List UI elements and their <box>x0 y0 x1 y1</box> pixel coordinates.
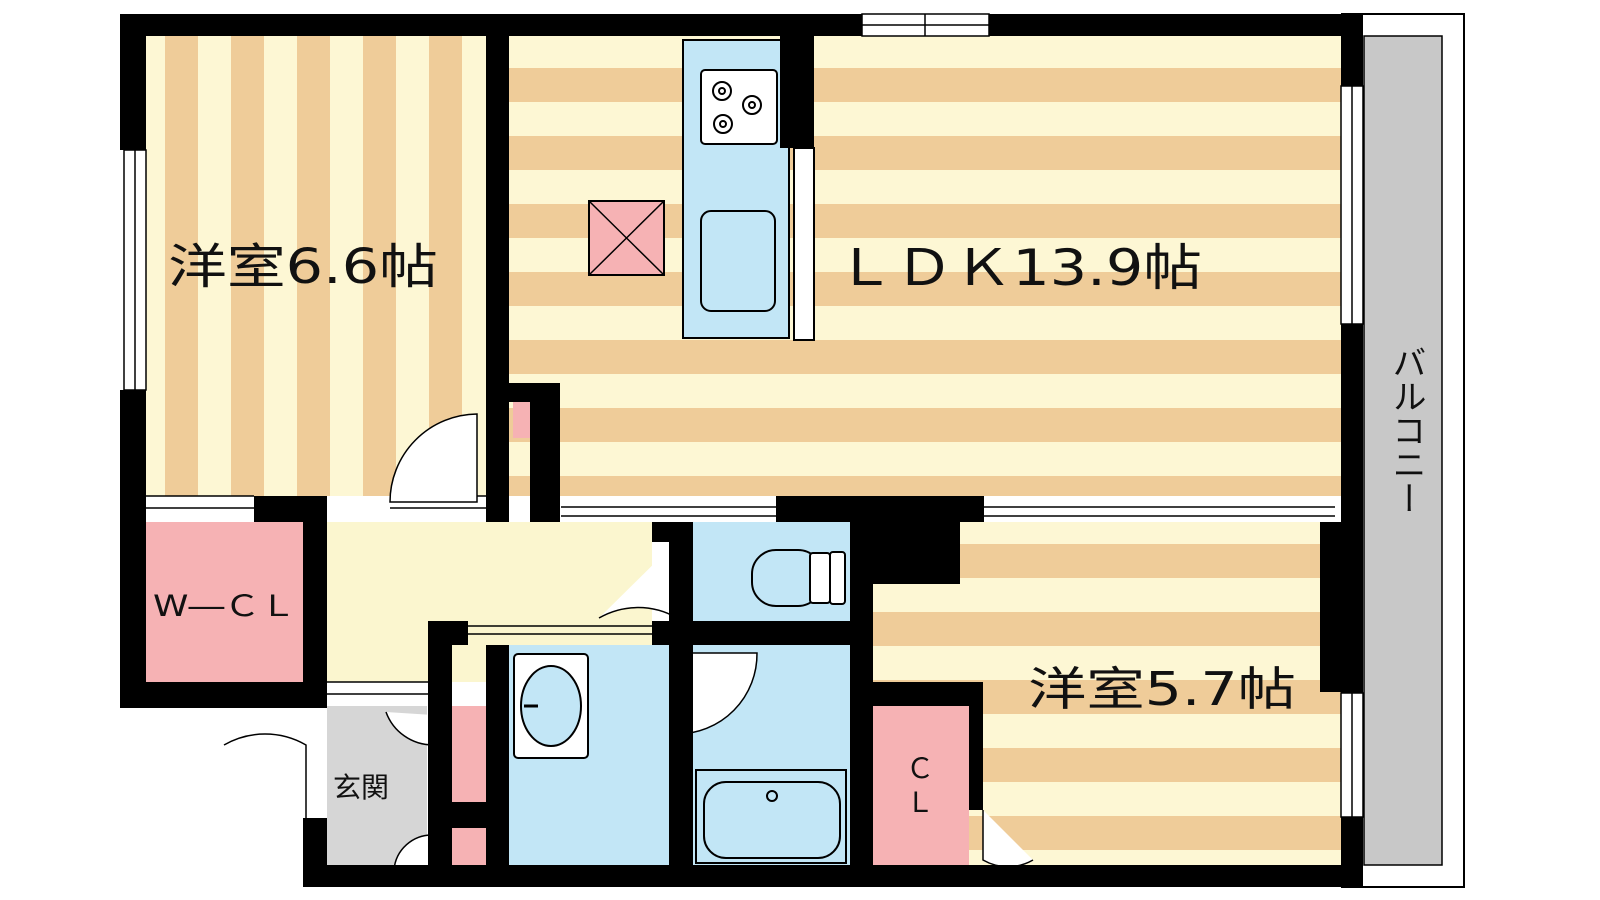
closet-label-c: Ｃ <box>906 752 934 785</box>
entrance-label: 玄関 <box>333 771 389 804</box>
balcony-label: バルコニー <box>1386 345 1426 515</box>
toilet-icon <box>751 549 846 607</box>
partition-lines <box>146 495 1335 695</box>
walls <box>120 14 1363 887</box>
closet-floor <box>873 706 969 865</box>
windows <box>123 13 1364 818</box>
shoe-cabinet-lower <box>452 828 486 865</box>
western-room-6-6-label: 洋室6.6帖 <box>168 239 438 295</box>
door-swings <box>223 413 1034 871</box>
stove-top <box>700 69 778 145</box>
balcony-floor <box>1363 35 1443 866</box>
shoe-cabinet-upper <box>452 706 486 802</box>
western-room-5-7-label: 洋室5.7帖 <box>1028 662 1296 716</box>
ldk-label: ＬＤＫ13.9帖 <box>836 239 1202 297</box>
bathtub-icon <box>695 769 847 864</box>
kitchen-partition <box>793 147 815 341</box>
western-room-6-6-floor <box>146 36 486 496</box>
kitchen-sink <box>700 210 776 312</box>
stove-burner-icon <box>712 81 762 134</box>
refrigerator-space-icon <box>588 200 665 276</box>
walkin-closet-floor <box>146 522 303 682</box>
closet-label-l: Ｌ <box>906 786 934 819</box>
wash-basin-icon <box>513 653 589 759</box>
walkin-closet-label: W―ＣＬ <box>153 589 296 623</box>
